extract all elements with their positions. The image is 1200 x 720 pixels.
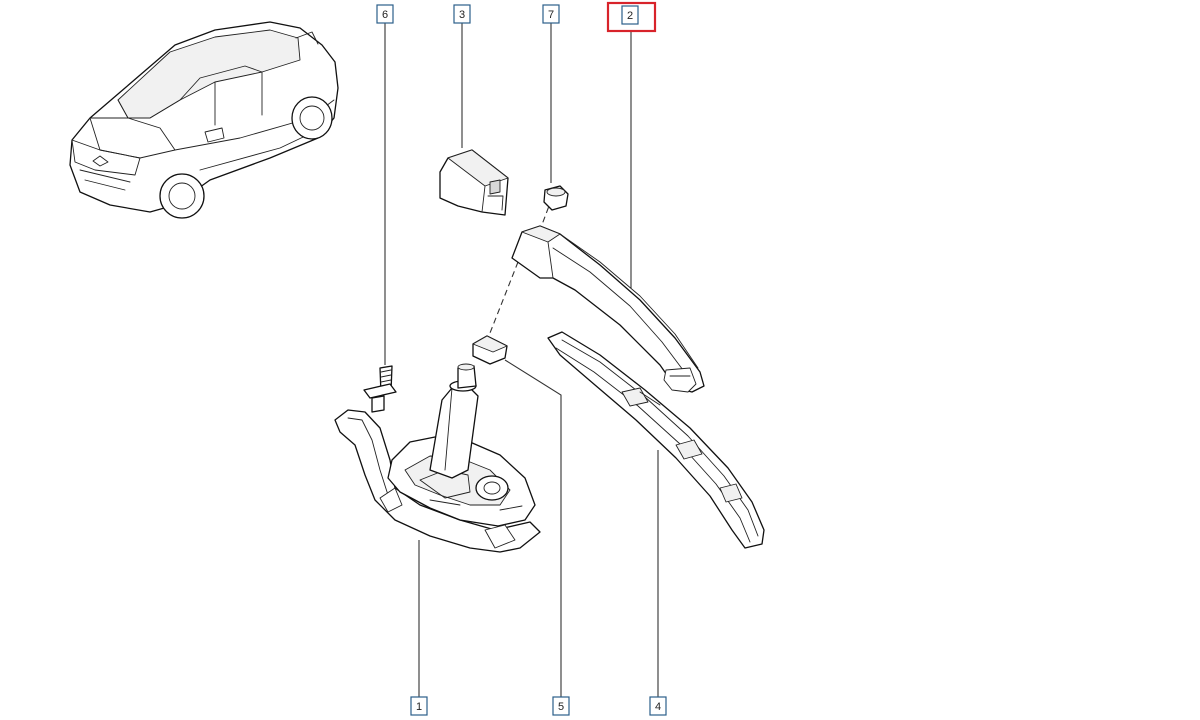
part-1-motor xyxy=(334,363,541,553)
callout-label-6: 6 xyxy=(382,9,388,21)
part-4-wiper-blade xyxy=(547,331,765,549)
callout-5[interactable]: 5 xyxy=(552,696,570,716)
callout-label-3: 3 xyxy=(459,9,465,21)
part-7-nut xyxy=(543,185,569,211)
part-6-screw xyxy=(363,365,397,413)
callout-4[interactable]: 4 xyxy=(649,696,667,716)
callout-6[interactable]: 6 xyxy=(376,4,394,24)
callout-label-5: 5 xyxy=(558,701,564,713)
leader-lines xyxy=(384,23,659,697)
callout-1[interactable]: 1 xyxy=(410,696,428,716)
callout-2[interactable]: 2 xyxy=(606,1,657,33)
part-2-wiper-arm xyxy=(511,225,705,393)
part-5-seal xyxy=(472,335,508,365)
callout-label-4: 4 xyxy=(655,701,661,713)
car-illustration xyxy=(69,21,339,219)
callout-label-1: 1 xyxy=(416,701,422,713)
callout-3[interactable]: 3 xyxy=(453,4,471,24)
part-3-cap xyxy=(439,149,509,216)
callout-label-2: 2 xyxy=(627,10,633,22)
callout-7[interactable]: 7 xyxy=(542,4,560,24)
callout-2-highlight xyxy=(606,1,657,33)
callout-label-7: 7 xyxy=(548,9,554,21)
